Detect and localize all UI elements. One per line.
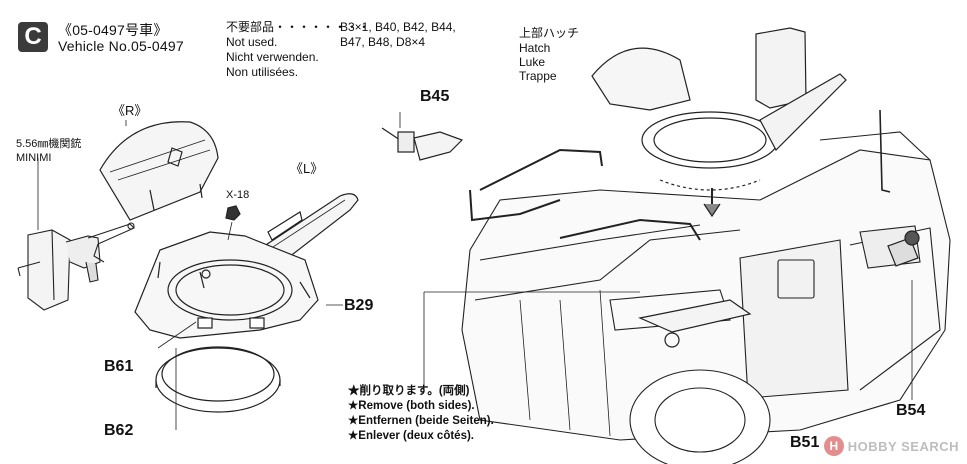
x18-part	[225, 205, 241, 221]
part-x18-label: X-18	[226, 189, 250, 201]
b54-part-drawing	[887, 230, 920, 267]
step-badge: C	[18, 22, 48, 52]
remove-note-jp: ★削り取ります。(両側)	[348, 385, 470, 397]
not-used-en: Not used.	[226, 35, 278, 49]
minimi-gun-drawing	[17, 222, 135, 311]
not-used-jp: 不要部品・・・・・・・・	[226, 20, 371, 34]
part-b61-label: B61	[104, 358, 134, 375]
vehicle-title-en: Vehicle No.05-0497	[58, 38, 184, 54]
watermark-text: HOBBY SEARCH	[847, 438, 959, 454]
part-b51-label: B51	[790, 434, 820, 451]
vehicle-body-drawing	[461, 109, 951, 464]
part-b29-label: B29	[344, 297, 374, 314]
remove-note-fr: ★Enlever (deux côtés).	[348, 430, 474, 442]
hatch-label-fr: Trappe	[519, 69, 557, 83]
part-b45-label: B45	[420, 88, 450, 105]
remove-note-en: ★Remove (both sides).	[348, 400, 475, 412]
hatch-label-de: Luke	[519, 55, 546, 69]
part-b62-label: B62	[104, 422, 134, 439]
side-r-label: 《R》	[112, 103, 148, 118]
hatch-label-en: Hatch	[519, 41, 551, 55]
part-b54-label: B54	[896, 402, 926, 419]
b51-part-drawing	[638, 299, 752, 348]
hatch-label-jp: 上部ハッチ	[519, 26, 580, 40]
vehicle-hatch-drawing	[591, 27, 847, 218]
ring-base-drawing	[134, 231, 319, 339]
vehicle-title-jp: 《05-0497号車》	[58, 22, 168, 38]
not-used-parts-2: B47, B48, D8×4	[340, 35, 426, 49]
gun-label-jp: 5.56㎜機関銃	[16, 138, 82, 150]
not-used-de: Nicht verwenden.	[226, 50, 319, 64]
b62-ring-drawing	[155, 346, 281, 413]
hobby-search-logo-icon: H	[823, 436, 844, 456]
side-l-label: 《L》	[290, 161, 324, 176]
not-used-parts-1: B3×1, B40, B42, B44,	[340, 20, 456, 34]
remove-note-de: ★Entfernen (beide Seiten).	[348, 415, 494, 427]
hatch-r-drawing	[99, 121, 219, 221]
watermark: H HOBBY SEARCH	[823, 436, 959, 456]
b45-part-drawing	[381, 127, 464, 161]
not-used-fr: Non utilisées.	[226, 65, 299, 79]
gun-label-en: MINIMI	[16, 152, 52, 164]
handrails-drawing	[469, 148, 701, 241]
